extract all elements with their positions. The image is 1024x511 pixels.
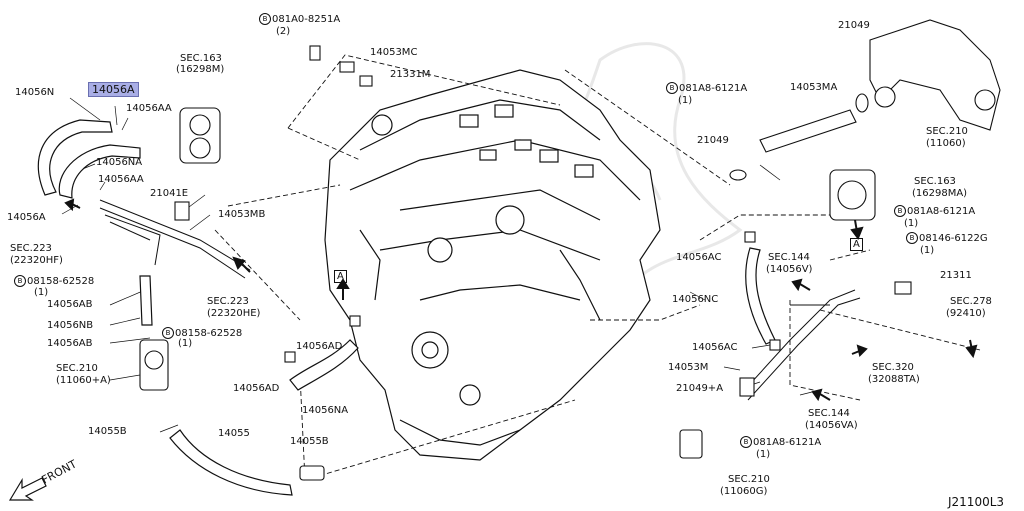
label-14056AD-2: 14056AD — [233, 383, 280, 394]
label-14056AA-2: 14056AA — [98, 174, 144, 185]
bolt-icon: B — [666, 82, 678, 94]
label-bolt-081A0-qty: (2) — [276, 26, 291, 37]
label-14056NA-2: 14056NA — [302, 405, 349, 416]
components — [139, 19, 1001, 481]
label-14056AD-1: 14056AD — [296, 341, 343, 352]
label-bolt-08146-qty: (1) — [920, 245, 935, 256]
label-sec223-a-sub: (22320HF) — [10, 255, 63, 266]
label-sec223-a: SEC.223 — [10, 243, 52, 254]
label-14056AC-2: 14056AC — [692, 342, 738, 353]
label-sec163-a: SEC.163 — [180, 53, 222, 64]
ref-marker-a-right: A — [850, 238, 863, 251]
label-14055B-1: 14055B — [88, 426, 127, 437]
label-sec210-a: SEC.210 — [56, 363, 98, 374]
label-sec163-b: SEC.163 — [914, 176, 956, 187]
label-sec144-b-sub: (14056VA) — [805, 420, 858, 431]
label-sec278-sub: (92410) — [946, 308, 986, 319]
label-sec320: SEC.320 — [872, 362, 914, 373]
label-21049-2: 21049 — [697, 135, 729, 146]
label-bolt-08158-a-qty: (1) — [34, 287, 49, 298]
label-bolt-081A8-b-qty: (1) — [904, 218, 919, 229]
label-14056AC-1: 14056AC — [676, 252, 722, 263]
label-14053MA: 14053MA — [790, 82, 838, 93]
label-sec210-c-sub: (11060G) — [720, 486, 768, 497]
label-bolt-081A8-c-qty: (1) — [756, 449, 771, 460]
label-sec210-b: SEC.210 — [926, 126, 968, 137]
bolt-icon: B — [740, 436, 752, 448]
leader-lines — [214, 54, 981, 481]
bolt-icon: B — [906, 232, 918, 244]
label-14056NB: 14056NB — [47, 320, 94, 331]
label-sec163-b-sub: (16298MA) — [912, 188, 968, 199]
bolt-icon: B — [259, 13, 271, 25]
engine-block — [324, 69, 661, 461]
label-leaders — [61, 97, 821, 433]
label-sec320-sub: (32088TA) — [868, 374, 920, 385]
label-14056NC: 14056NC — [672, 294, 719, 305]
label-sec144-a: SEC.144 — [768, 252, 810, 263]
label-21049A: 21049+A — [676, 383, 724, 394]
label-21041E: 21041E — [150, 188, 189, 199]
label-14053M: 14053M — [668, 362, 709, 373]
pipes — [99, 199, 861, 401]
label-14056AA-1: 14056AA — [126, 103, 172, 114]
label-14056A-2: 14056A — [7, 212, 46, 223]
diagram-code: J21100L3 — [948, 495, 1005, 509]
bolt-icon: B — [894, 205, 906, 217]
left-hoses — [37, 119, 776, 496]
label-14056AB-1: 14056AB — [47, 299, 93, 310]
label-bolt-08158-b-qty: (1) — [178, 338, 193, 349]
bolt-icon: B — [14, 275, 26, 287]
label-21311: 21311 — [940, 270, 972, 281]
ref-marker-a-left: A — [334, 270, 347, 283]
label-sec210-b-sub: (11060) — [926, 138, 966, 149]
label-sec278: SEC.278 — [950, 296, 992, 307]
label-sec210-a-sub: (11060+A) — [56, 375, 111, 386]
label-14056A-highlighted[interactable]: 14056A — [88, 82, 139, 97]
bolt-icon: B — [162, 327, 174, 339]
label-14053MC: 14053MC — [370, 47, 418, 58]
label-14055: 14055 — [218, 428, 250, 439]
label-bolt-081A8-a-qty: (1) — [678, 95, 693, 106]
label-14056N: 14056N — [15, 87, 55, 98]
label-14056NA-1: 14056NA — [96, 157, 143, 168]
label-sec223-b-sub: (22320HE) — [207, 308, 261, 319]
label-sec144-a-sub: (14056V) — [766, 264, 813, 275]
label-14055B-2: 14055B — [290, 436, 329, 447]
arrows — [64, 198, 978, 402]
label-sec144-b: SEC.144 — [808, 408, 850, 419]
label-21049-1: 21049 — [838, 20, 870, 31]
label-sec210-c: SEC.210 — [728, 474, 770, 485]
front-arrow-icon — [8, 477, 47, 501]
label-21331M: 21331M — [390, 69, 431, 80]
label-14056AB-2: 14056AB — [47, 338, 93, 349]
label-sec223-b: SEC.223 — [207, 296, 249, 307]
label-14053MB: 14053MB — [218, 209, 266, 220]
label-sec163-a-sub: (16298M) — [176, 64, 225, 75]
